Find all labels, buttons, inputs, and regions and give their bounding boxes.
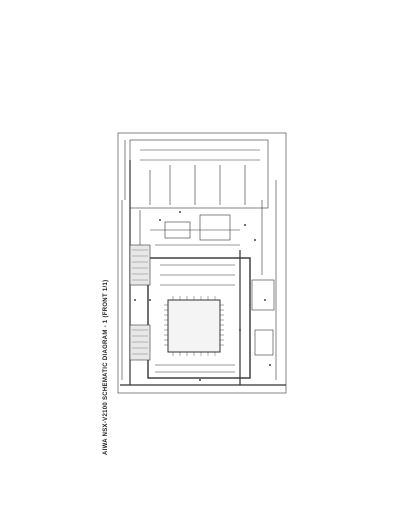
left-connector-lower: [129, 324, 151, 361]
schematic-title: AIWA NSX-V2100 SCHEMATIC DIAGRAM - 1 (FR…: [103, 279, 109, 455]
board-outline: [117, 132, 287, 394]
main-ic: [167, 299, 221, 353]
bus-frame: [147, 257, 251, 379]
left-connector-upper: [129, 244, 151, 286]
